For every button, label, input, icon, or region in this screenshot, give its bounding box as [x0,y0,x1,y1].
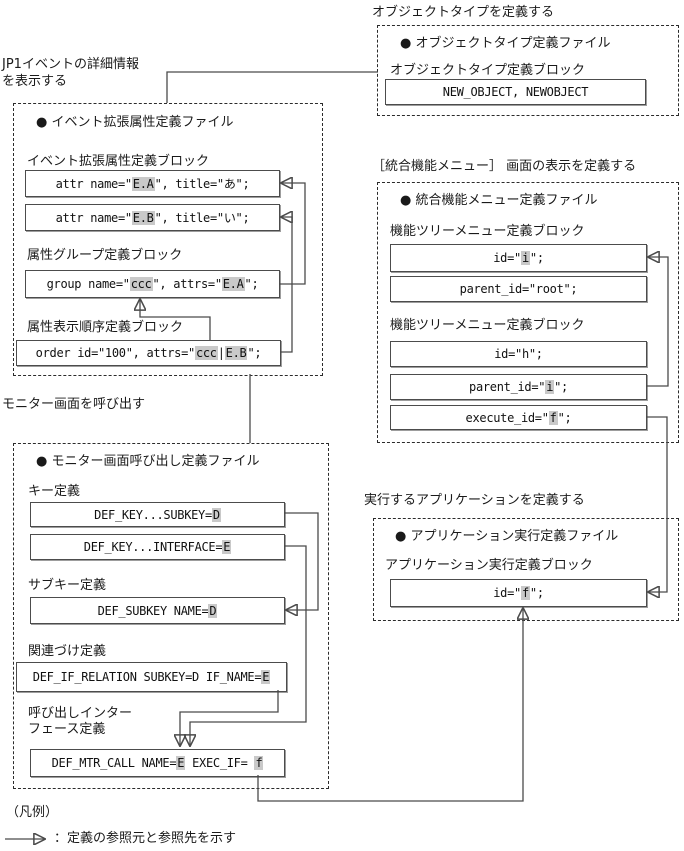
monitor-file-title: ● モニター画面呼び出し定義ファイル [36,454,260,469]
event-attr-block-label: イベント拡張属性定義ブロック [27,154,210,169]
caption-monitor: モニター画面を呼び出す [2,397,146,412]
object-type-block-label: オブジェクトタイプ定義ブロック [390,63,586,78]
code-box-group: group name="ccc", attrs="E.A"; [25,270,280,298]
subkey-def-label: サブキー定義 [28,578,107,593]
connector-event-to-object [166,71,378,103]
caption-jp1-line1: JP1イベントの詳細情報 [2,57,139,72]
key-def-label: キー定義 [28,484,81,499]
code-box-defsubkey: DEF_SUBKEY NAME=D [30,597,285,624]
caption-jp1-event: JP1イベントの詳細情報を表示する [2,56,139,90]
code-box-attr-ea: attr name="E.A", title="あ"; [25,170,280,197]
code-box-parent-i: parent_id="i"; [390,374,647,400]
event-attr-file-title: ● イベント拡張属性定義ファイル [36,115,234,130]
call-interface-label-line2: フェース定義 [28,722,106,737]
event-attr-file-box [13,103,323,376]
legend-text: ：定義の参照元と参照先を示す [54,831,237,846]
object-type-file-title: ● オブジェクトタイプ定義ファイル [400,36,611,51]
code-box-execute-f: execute_id="f"; [390,405,647,430]
app-exec-file-title: ● アプリケーション実行定義ファイル [395,529,619,544]
app-exec-block-label: アプリケーション実行定義ブロック [385,558,593,573]
relation-def-label: 関連づけ定義 [28,644,107,659]
menu-tree-block1-label: 機能ツリーメニュー定義ブロック [390,224,585,239]
code-box-attr-eb: attr name="E.B", title="い"; [25,204,280,231]
attr-group-block-label: 属性グループ定義ブロック [27,248,183,263]
menu-tree-block2-label: 機能ツリーメニュー定義ブロック [390,318,585,333]
menu-file-title: ● 統合機能メニュー定義ファイル [400,193,598,208]
code-box-defkey-interface: DEF_KEY...INTERFACE=E [30,534,285,560]
code-box-parent-root: parent_id="root"; [390,276,647,302]
caption-menu: ［統合機能メニュー］ 画面の表示を定義する [372,159,637,174]
code-box-id-f: id="f"; [390,579,647,607]
call-interface-label-line1: 呼び出しインター [28,706,133,721]
code-box-order: order id="100", attrs="ccc|E.B"; [16,340,281,366]
code-box-def-mtr-call: DEF_MTR_CALL NAME=E EXEC_IF= f [30,749,285,777]
caption-app: 実行するアプリケーションを定義する [364,493,585,508]
code-box-defkey-subkey: DEF_KEY...SUBKEY=D [30,502,285,527]
attr-order-block-label: 属性表示順序定義ブロック [27,320,184,335]
code-box-new-object: NEW_OBJECT, NEWOBJECT [385,79,646,105]
caption-jp1-line2: を表示する [2,74,68,89]
code-box-id-i: id="i"; [390,244,647,272]
code-box-id-h: id="h"; [390,341,647,367]
legend-title: （凡例） [6,805,59,820]
code-box-def-if-relation: DEF_IF_RELATION SUBKEY=D IF_NAME=E [16,662,287,692]
caption-object-type: オブジェクトタイプを定義する [372,5,555,20]
